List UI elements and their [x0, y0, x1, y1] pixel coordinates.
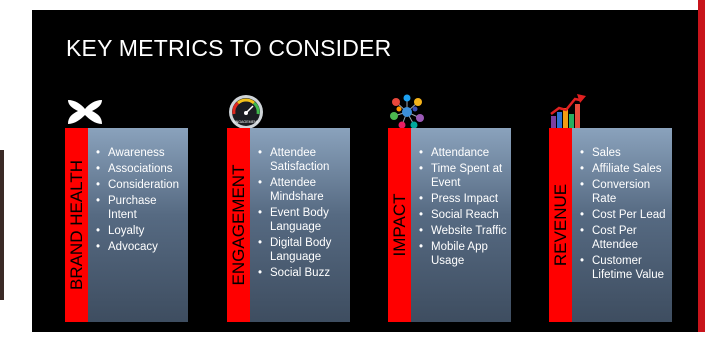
brand-health-bar: BRAND HEALTH [65, 128, 88, 322]
list-item: Awareness [96, 146, 186, 160]
social-network-cluster-icon [388, 94, 426, 135]
right-accent-edge [698, 0, 705, 345]
list-item: Digital Body Language [258, 236, 348, 264]
list-item: Attendee Satisfaction [258, 146, 348, 174]
slide-title: KEY METRICS TO CONSIDER [66, 35, 392, 61]
under-armour-logo-icon [65, 98, 105, 131]
list-item: Website Traffic [419, 224, 509, 238]
list-item: Cost Per Attendee [580, 224, 670, 252]
list-item: Loyalty [96, 224, 186, 238]
list-item: Consideration [96, 178, 186, 192]
slide: KEY METRICS TO CONSIDER BRAND HEALTH Awa… [32, 10, 698, 332]
engagement-card: Attendee Satisfaction Attendee Mindshare… [250, 128, 350, 322]
revenue-bar: REVENUE [549, 128, 572, 322]
impact-card: Attendance Time Spent at Event Press Imp… [411, 128, 511, 322]
list-item: Sales [580, 146, 670, 160]
revenue-panel: REVENUE Sales Affiliate Sales Conversion… [549, 128, 672, 322]
brand-health-label: BRAND HEALTH [66, 159, 86, 291]
impact-bar: IMPACT [388, 128, 411, 322]
engagement-panel: ENGAGEMENT Attendee Satisfaction Attende… [227, 128, 350, 322]
list-item: Customer Lifetime Value [580, 254, 670, 282]
list-item: Affiliate Sales [580, 162, 670, 176]
engagement-bar: ENGAGEMENT [227, 128, 250, 322]
list-item: Press Impact [419, 192, 509, 206]
engagement-gauge-icon: ENGAGEMENT [227, 94, 265, 135]
list-item: Advocacy [96, 240, 186, 254]
list-item: Event Body Language [258, 206, 348, 234]
list-item: Purchase Intent [96, 194, 186, 222]
list-item: Social Buzz [258, 266, 348, 280]
list-item: Associations [96, 162, 186, 176]
engagement-label: ENGAGEMENT [228, 164, 248, 286]
impact-panel: IMPACT Attendance Time Spent at Event Pr… [388, 128, 511, 322]
engagement-icon-text: ENGAGEMENT [233, 120, 259, 124]
brand-health-card: Awareness Associations Consideration Pur… [88, 128, 188, 322]
left-edge-shadow [0, 150, 4, 300]
list-item: Time Spent at Event [419, 162, 509, 190]
list-item: Conversion Rate [580, 178, 670, 206]
bottom-background-strip [0, 332, 705, 345]
impact-label: IMPACT [389, 193, 409, 257]
revenue-card: Sales Affiliate Sales Conversion Rate Co… [572, 128, 672, 322]
list-item: Attendee Mindshare [258, 176, 348, 204]
list-item: Cost Per Lead [580, 208, 670, 222]
brand-health-panel: BRAND HEALTH Awareness Associations Cons… [65, 128, 188, 322]
list-item: Mobile App Usage [419, 240, 509, 268]
revenue-label: REVENUE [550, 183, 570, 267]
list-item: Social Reach [419, 208, 509, 222]
list-item: Attendance [419, 146, 509, 160]
growth-bar-chart-icon [549, 90, 589, 135]
left-background-strip [0, 0, 12, 345]
